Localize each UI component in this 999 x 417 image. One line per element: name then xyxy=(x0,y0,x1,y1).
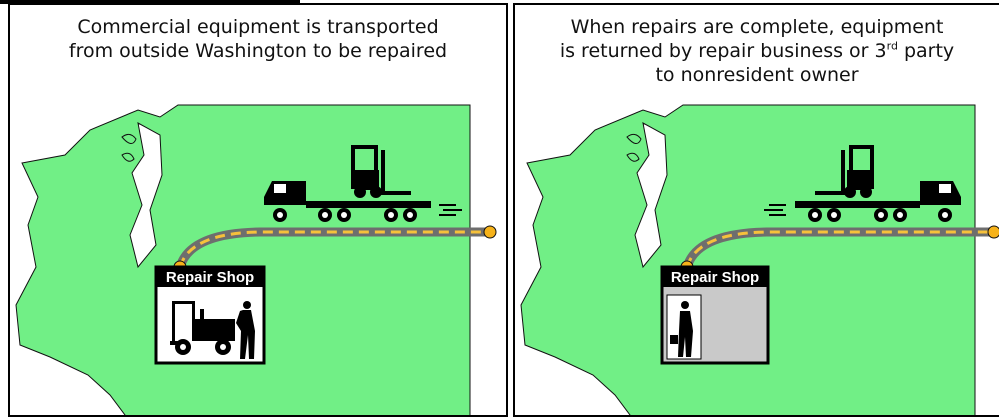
washington-scene: Repair Shop xyxy=(515,5,999,417)
washington-scene: Repair Shop xyxy=(10,5,508,417)
repair-shop-label: Repair Shop xyxy=(166,269,254,286)
route-end-point xyxy=(484,226,496,238)
panel-return-out: When repairs are complete, equipment is … xyxy=(513,3,999,417)
panel-transport-in: Commercial equipment is transported from… xyxy=(8,3,508,417)
washington-map xyxy=(521,105,975,417)
repair-shop: Repair Shop xyxy=(156,267,264,363)
route-end-point xyxy=(988,226,999,238)
repair-shop: Repair Shop xyxy=(662,267,768,363)
washington-map xyxy=(16,105,470,417)
repair-shop-label: Repair Shop xyxy=(671,269,759,286)
